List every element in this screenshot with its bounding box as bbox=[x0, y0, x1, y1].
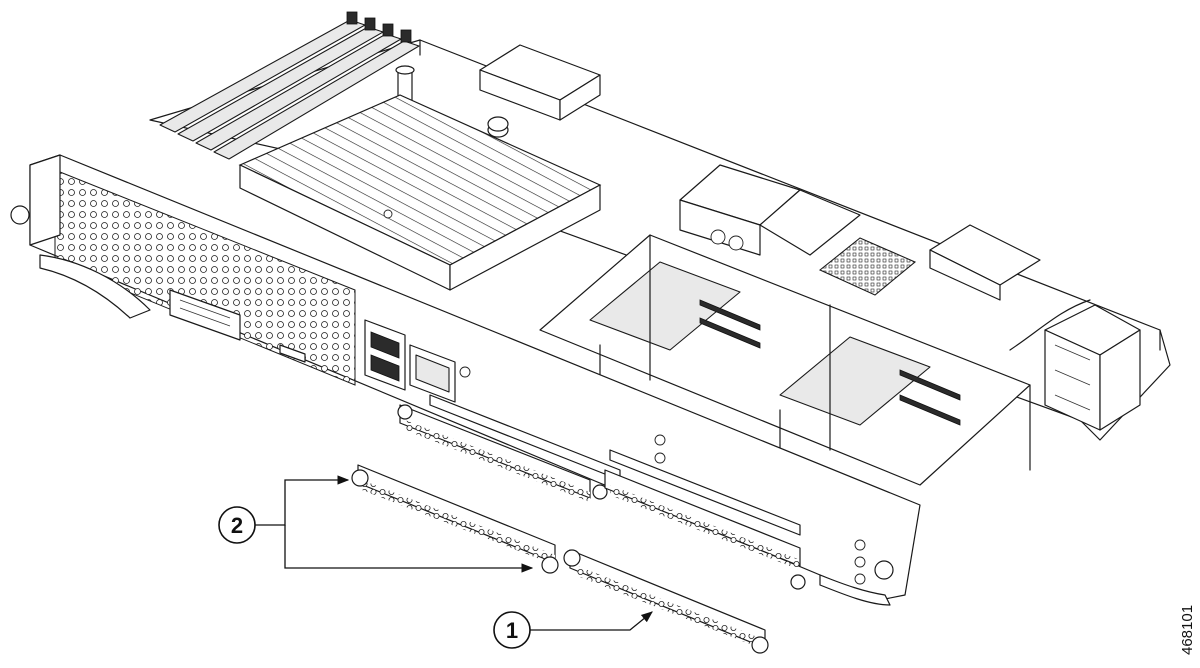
figure-number: 468101 bbox=[1179, 605, 1196, 655]
captive-screw-icon bbox=[592, 484, 608, 500]
blank-panel-lower-left bbox=[351, 464, 559, 574]
blank-panel-upper bbox=[397, 404, 608, 502]
callout-2-label: 2 bbox=[231, 513, 243, 538]
cable-connector bbox=[679, 164, 861, 256]
blank-panel-lower-right bbox=[563, 549, 769, 654]
thumbscrew-icon bbox=[10, 205, 30, 225]
top-connector bbox=[479, 44, 601, 121]
left-ejector-handle bbox=[10, 205, 151, 319]
callout-2: 2 bbox=[218, 475, 534, 573]
dimm-latch-icon bbox=[346, 11, 358, 25]
captive-screw-icon bbox=[790, 574, 806, 590]
rj45-ports bbox=[364, 319, 406, 391]
captive-screw-icon bbox=[751, 636, 769, 654]
sfp-ports bbox=[409, 344, 456, 403]
blank-panel-upper-right bbox=[604, 469, 806, 590]
screw-icon bbox=[383, 209, 393, 219]
right-ejector-handle bbox=[819, 560, 894, 606]
callout-1-label: 1 bbox=[506, 618, 518, 643]
captive-screw-icon bbox=[563, 549, 581, 567]
status-leds bbox=[459, 366, 866, 585]
thumbscrew-icon bbox=[874, 560, 894, 580]
captive-screw-icon bbox=[397, 404, 413, 420]
captive-screw-icon bbox=[541, 556, 559, 574]
right-connector bbox=[929, 224, 1041, 301]
cpu-heatsink bbox=[238, 94, 602, 291]
chip-heatsink bbox=[818, 237, 917, 296]
usb-port bbox=[279, 344, 306, 363]
serial-port bbox=[169, 289, 241, 341]
captive-screw-icon bbox=[351, 469, 369, 487]
dimm-slots bbox=[159, 11, 420, 160]
callout-1: 1 bbox=[493, 611, 653, 649]
power-connector bbox=[1009, 299, 1141, 431]
